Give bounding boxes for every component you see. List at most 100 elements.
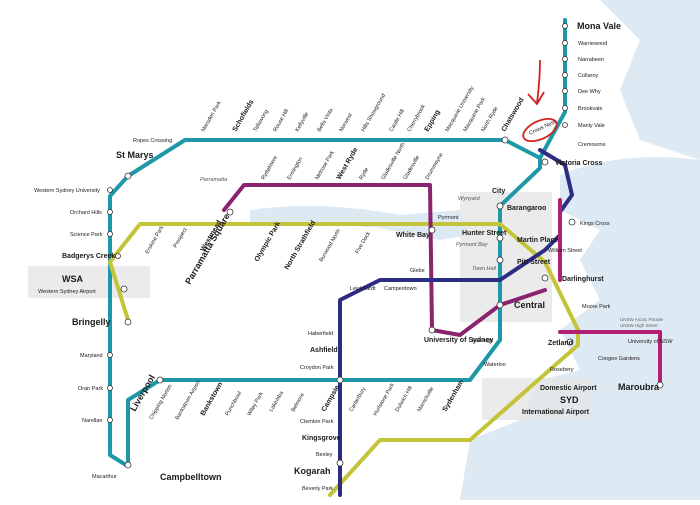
label-maryland: Maryland (80, 353, 103, 359)
label-beverly-park: Beverly Park (302, 486, 333, 492)
label-haberfield: Haberfield (308, 331, 333, 337)
label-canterbury: Canterbury (349, 386, 368, 413)
label-pyrmont-bay: Pyrmont Bay (456, 242, 489, 248)
label-wynyard: Wynyard (458, 196, 481, 202)
label-narellan: Narellan (82, 418, 102, 424)
label-marsden-park: Marsden Park (201, 100, 223, 133)
label-dulwich-hill: Dulwich Hill (395, 385, 414, 413)
label-martin-place: Martin Place (517, 237, 558, 244)
label-marrickville: Marrickville (417, 386, 436, 413)
magenta-line (558, 198, 662, 387)
label-hunter-street: Hunter Street (462, 230, 507, 237)
label-norwest: Norwest (339, 112, 355, 133)
label-university-of-sydney: University of Sydney (424, 337, 493, 344)
red-annotation (522, 59, 558, 143)
label-pitt-street: Pitt Street (517, 259, 551, 266)
label-city: City (492, 188, 505, 195)
label-lakemba: Lakemba (269, 390, 286, 413)
label-town-hall: Town Hall (472, 266, 497, 272)
label-eveleigh: Eveleigh (472, 338, 493, 344)
label-leichhardt: Leichhardt (350, 286, 376, 292)
label-chipping-norton: Chipping Norton (149, 384, 174, 421)
label-tallawong: Tallawong (253, 109, 270, 133)
label-liverpool: Liverpool (128, 373, 157, 413)
label-wsa-code: WSA (62, 274, 83, 284)
label-campbelltown: Campbelltown (160, 472, 222, 482)
label-zetland: Zetland (548, 340, 573, 347)
label-william-street: William Street (548, 248, 582, 254)
label-sydenham: Sydenham (442, 379, 466, 413)
label-badgerys-creek: Badgerys Creek (62, 253, 115, 260)
label-collaroy: Collaroy (578, 73, 598, 79)
label-glebe: Glebe (410, 268, 425, 274)
label-international-airport: International Airport (522, 409, 590, 416)
label-ashfield: Ashfield (310, 347, 338, 354)
label-western-sydney-university: Western Sydney University (34, 188, 100, 194)
label-darlinghurst: Darlinghurst (562, 276, 604, 283)
label-olympic-park: Olympic Park (254, 221, 282, 263)
label-domestic-airport: Domestic Airport (540, 385, 597, 392)
label-dee-why: Dee Why (578, 89, 601, 95)
label-burwood-north: Burwood North (319, 228, 343, 263)
label-bankstown: Bankstown (200, 381, 225, 417)
label-wiley-park: Wiley Park (247, 391, 265, 417)
label-parramatta: Parramatta (200, 177, 227, 183)
label-science-park: Science Park (70, 232, 103, 238)
city-labels: City Wynyard Barangaroo Hunter Street Ma… (350, 188, 673, 416)
label-hurlstone-park: Hurlstone Park (373, 382, 397, 417)
label-epping: Epping (424, 109, 442, 133)
label-north-strathfield: North Strathfield (284, 220, 318, 271)
label-victoria-cross: Victoria Cross (555, 160, 602, 167)
label-oran-park: Oran Park (78, 386, 103, 392)
label-kellyville: Kellyville (295, 111, 311, 133)
label-melrose-park: Melrose Park (315, 150, 337, 181)
label-kings-cross: Kings Cross (580, 221, 610, 227)
label-moore-park: Moore Park (582, 304, 611, 310)
label-bringelly: Bringelly (72, 317, 111, 327)
label-orchard-hills: Orchard Hills (70, 210, 102, 216)
label-west-ryde: West Ryde (336, 147, 360, 181)
label-waterloo: Waterloo (484, 362, 506, 368)
label-ryde: Ryde (359, 167, 371, 181)
wsa-zone (28, 266, 150, 298)
label-hills-showground: Hills Showground (361, 93, 388, 133)
label-chatswood: Chatswood (501, 97, 526, 133)
label-punchbowl: Punchbowl (225, 391, 244, 417)
label-central: Central (514, 300, 545, 310)
label-rydalmere: Rydalmere (261, 155, 279, 181)
label-croydon-park: Croydon Park (300, 365, 334, 371)
label-drummoyne: Drummoyne (425, 152, 445, 181)
label-maroubra: Maroubra (618, 382, 660, 392)
label-gladesville-north: Gladesville North (381, 142, 407, 181)
label-western-sydney-airport: Western Sydney Airport (38, 289, 96, 295)
label-bella-vista: Bella Vista (317, 107, 336, 133)
label-schofields: Schofields (232, 99, 256, 133)
label-kogarah: Kogarah (294, 466, 331, 476)
label-narrabeen: Narrabeen (578, 57, 604, 63)
navy-line-labels: Haberfield Ashfield Croydon Park Clemton… (294, 331, 341, 492)
label-rosebery: Rosebery (550, 367, 574, 373)
label-rouse-hill: Rouse Hill (273, 108, 291, 133)
station-markers (107, 23, 664, 469)
label-macarthur: Macarthur (92, 474, 117, 480)
label-unsw-high: UNSW High Street (620, 323, 658, 328)
label-north-ryde: North Ryde (481, 106, 500, 133)
label-manly-vale: Manly Vale (578, 123, 605, 129)
label-syd-code: SYD (560, 395, 579, 405)
label-camperdown: Camperdown (384, 286, 417, 292)
label-warriewood: Warriewood (578, 41, 607, 47)
label-st-marys: St Marys (116, 150, 154, 160)
label-white-bay: White Bay (396, 232, 430, 239)
label-belmore: Belmore (291, 392, 306, 413)
label-clemton-park: Clemton Park (300, 419, 334, 425)
label-brookvale: Brookvale (578, 106, 602, 112)
label-university-of-nsw: University of NSW (628, 339, 673, 345)
label-kingsgrove: Kingsgrove (302, 435, 341, 442)
label-ropes-crossing: Ropes Crossing (133, 138, 172, 144)
label-pyrmont: Pyrmont (438, 215, 459, 221)
label-barangaroo: Barangaroo (507, 205, 546, 212)
label-coogee-gardens: Coogee Gardens (598, 356, 640, 362)
label-bexley: Bexley (316, 452, 333, 458)
